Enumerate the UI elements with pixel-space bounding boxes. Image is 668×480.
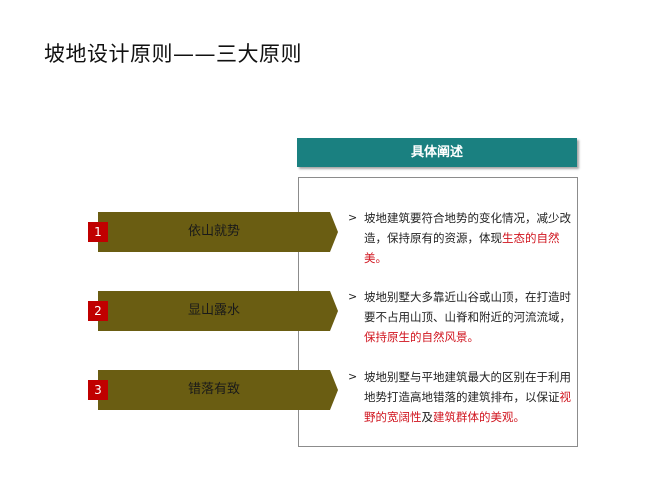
page-title: 坡地设计原则——三大原则 xyxy=(44,42,302,66)
detail-highlight: 生态的自然美。 xyxy=(364,231,560,265)
principle-label: 错落有致 xyxy=(187,382,240,397)
principle-number-badge: 2 xyxy=(88,301,108,321)
detail-highlight: 建筑群体的美观。 xyxy=(433,410,525,424)
principle-number-badge: 3 xyxy=(88,380,108,400)
detail-highlight: 视野的宽阔性 xyxy=(364,390,571,424)
principle-label: 显山露水 xyxy=(187,303,240,318)
detail-highlight: 保持原生的自然风景。 xyxy=(364,330,479,344)
bullet-arrow-icon: > xyxy=(348,370,358,383)
detail-bullet-3: > 坡地别墅与平地建筑最大的区别在于利用地势打造高地错落的建筑排布，以保证视野的… xyxy=(348,367,574,427)
principle-arrow-1: 依山就势 xyxy=(98,212,338,252)
detail-text: 坡地别墅大多靠近山谷或山顶，在打造时要不占用山顶、山脊和附近的河流流域， xyxy=(364,290,571,324)
bullet-arrow-icon: > xyxy=(348,211,358,224)
detail-bullet-2: > 坡地别墅大多靠近山谷或山顶，在打造时要不占用山顶、山脊和附近的河流流域， 保持… xyxy=(348,287,574,347)
description-header: 具体阐述 xyxy=(297,138,577,167)
detail-bullet-1: > 坡地建筑要符合地势的变化情况，减少改造，保持原有的资源，体现生态的自然美。 xyxy=(348,208,574,268)
bullet-arrow-icon: > xyxy=(348,290,358,303)
principle-label: 依山就势 xyxy=(187,224,240,239)
principle-number-badge: 1 xyxy=(88,222,108,242)
detail-text: 坡地别墅与平地建筑最大的区别在于利用地势打造高地错落的建筑排布，以保证 xyxy=(364,370,571,404)
detail-text: 及 xyxy=(421,410,434,424)
detail-text: 坡地建筑要符合地势的变化情况，减少改造，保持原有的资源，体现 xyxy=(364,211,571,245)
principle-arrow-3: 错落有致 xyxy=(98,370,338,410)
principle-arrow-2: 显山露水 xyxy=(98,291,338,331)
description-box xyxy=(298,177,578,447)
